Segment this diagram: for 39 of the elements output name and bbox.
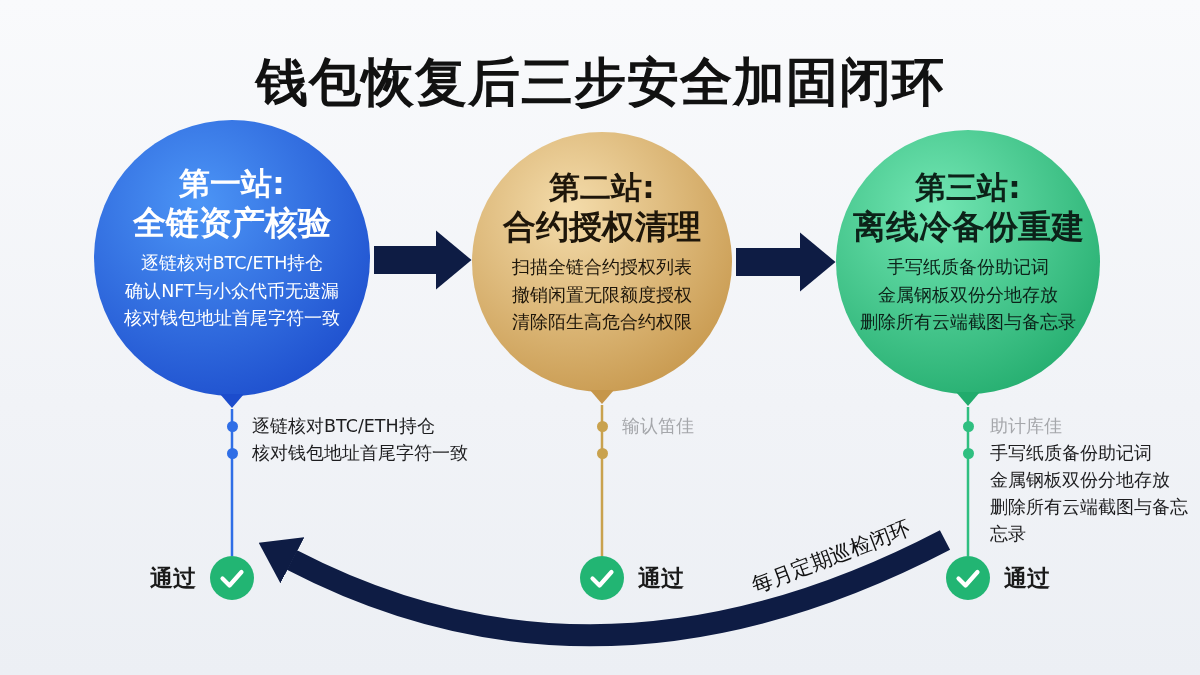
step-text: 删除所有云端截图与备忘录 (860, 311, 1076, 334)
diagram-title: 钱包恢复后三步安全加固闭环 (255, 51, 945, 114)
bullet-text: 核对钱包地址首尾字符一致 (252, 441, 468, 465)
step-text: 确认NFT与小众代币无遗漏 (125, 279, 339, 303)
status-label: 通过 (1004, 564, 1050, 593)
bullet-text: 助计库佳 (990, 414, 1062, 438)
station-heading: 第三站: (915, 168, 1021, 206)
station-heading: 第二站: (549, 168, 655, 206)
edge-label: 每月定期巡检闭环 (748, 515, 915, 600)
step-text: 逐链核对BTC/ETH持仓 (140, 252, 324, 275)
step-text: 手写纸质备份助记词 (887, 256, 1049, 279)
status-label: 通过 (150, 564, 196, 593)
step-text: 金属钢板双份分地存放 (878, 283, 1058, 307)
connector-line (230, 409, 234, 556)
station-title: 全链资产核验 (133, 202, 331, 244)
loop-arrow (258, 530, 950, 646)
station-heading: 第一站: (179, 164, 285, 202)
bullet-text: 输认笛佳 (622, 414, 694, 438)
check-icon (946, 556, 990, 600)
station-title: 离线冷备份重建 (852, 206, 1084, 248)
arrow (374, 230, 472, 290)
connector-line (600, 405, 604, 556)
step-text: 扫描全链合约授权列表 (512, 256, 692, 279)
check-icon (580, 556, 624, 600)
station-circle (94, 120, 370, 408)
bullet-text: 删除所有云端截图与备忘忘录 (990, 495, 1189, 546)
status-label: 通过 (638, 564, 684, 593)
step-text: 撤销闲置无限额度授权 (512, 283, 692, 307)
station-circle (472, 132, 732, 404)
station-title: 合约授权清理 (503, 206, 701, 248)
station-circle (836, 130, 1100, 406)
connector-line (966, 407, 970, 556)
step-text: 核对钱包地址首尾字符一致 (124, 307, 340, 330)
bullet-text: 金属钢板双份分地存放 (990, 468, 1170, 492)
arrow (736, 232, 836, 292)
check-icon (210, 556, 254, 600)
bullet-text: 手写纸质备份助记词 (990, 441, 1152, 465)
step-text: 清除陌生高危合约权限 (512, 311, 692, 334)
bullet-text: 逐链核对BTC/ETH持仓 (252, 414, 435, 438)
